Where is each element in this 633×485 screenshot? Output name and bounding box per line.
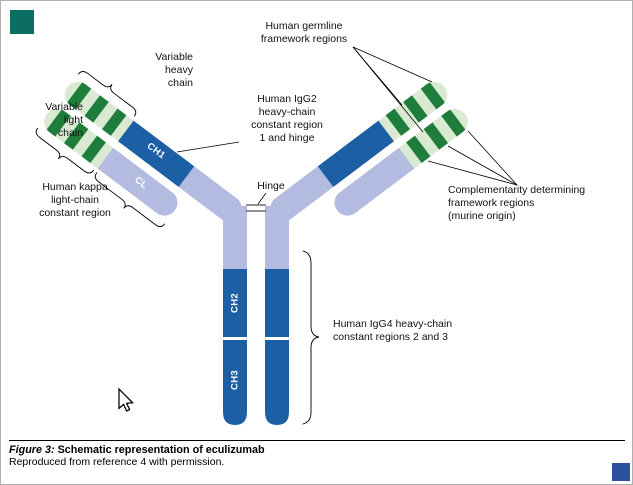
figure-title: Schematic representation of eculizumab xyxy=(54,444,265,456)
ch2-label: CH2 xyxy=(229,293,241,313)
cdr-stripe xyxy=(46,109,71,137)
cdr-stripe xyxy=(84,95,109,123)
left-arm xyxy=(35,71,247,228)
germline-pointer-lines xyxy=(352,46,433,133)
heavy-chain-bar xyxy=(265,76,453,227)
light-chain-bar xyxy=(39,103,183,221)
right-arm xyxy=(265,76,473,227)
hinge-segment xyxy=(265,166,334,227)
igg4-brace xyxy=(302,250,320,425)
cl-segment xyxy=(329,147,415,221)
cl-segment xyxy=(97,147,183,221)
cdr-stripe xyxy=(423,122,449,150)
hinge-bonds xyxy=(246,204,266,212)
cdr-stripe xyxy=(385,108,411,136)
variable-heavy-brace xyxy=(78,71,137,117)
cdr-stripe xyxy=(403,95,428,123)
domain-separator xyxy=(265,337,289,340)
ch1-segment xyxy=(117,120,195,188)
label-cdr-framework-regions: Complementarity determining framework re… xyxy=(448,184,586,223)
kappa-constant-brace xyxy=(94,172,166,228)
label-human-germline-framework: Human germline framework regions xyxy=(260,20,348,46)
cdr-pointer-lines xyxy=(427,130,518,186)
label-igg4-constant-regions: Human IgG4 heavy-chain constant regions … xyxy=(333,318,453,344)
ch1-segment xyxy=(317,120,395,188)
domain-separator xyxy=(223,337,247,340)
cdr-stripe xyxy=(63,122,89,150)
light-chain-bar xyxy=(329,103,473,221)
cdr-stripe xyxy=(420,82,446,110)
label-igg2-constant-region: Human IgG2 heavy-chain constant region 1… xyxy=(251,93,323,145)
label-hinge: Hinge xyxy=(257,180,285,192)
label-human-kappa-constant-region: Human kappa light-chain constant region xyxy=(39,181,111,220)
cdr-stripe xyxy=(81,135,106,164)
cdr-stripe xyxy=(101,108,127,136)
label-variable-heavy-chain: Variable heavy chain xyxy=(155,51,193,90)
label-variable-light-chain: Variable light chain xyxy=(45,101,83,140)
caption-divider xyxy=(9,440,625,441)
journal-corner-mark xyxy=(10,10,34,34)
ch3-label: CH3 xyxy=(229,370,241,390)
cdr-stripe xyxy=(406,135,431,164)
heavy-chain-bar xyxy=(59,76,247,227)
stem-left-bar xyxy=(223,206,247,425)
page-corner-mark xyxy=(612,463,630,481)
ch2-ch3-segment xyxy=(265,269,289,425)
figure-credit: Reproduced from reference 4 with permiss… xyxy=(9,456,225,468)
cdr-stripe xyxy=(441,109,466,137)
cursor-icon xyxy=(118,387,135,412)
igg2-pointer-line xyxy=(176,141,240,153)
hinge-segment xyxy=(178,166,247,227)
hinge-pointer-line xyxy=(257,192,267,205)
stem-right-bar xyxy=(265,206,289,425)
figure-number: Figure 3: xyxy=(9,444,55,456)
variable-light-brace xyxy=(35,127,94,174)
caption-title-line: Figure 3: Schematic representation of ec… xyxy=(9,444,265,456)
ch2-ch3-segment xyxy=(223,269,247,425)
figure-caption: Figure 3: Schematic representation of ec… xyxy=(9,444,265,468)
cdr-stripe xyxy=(66,82,92,110)
